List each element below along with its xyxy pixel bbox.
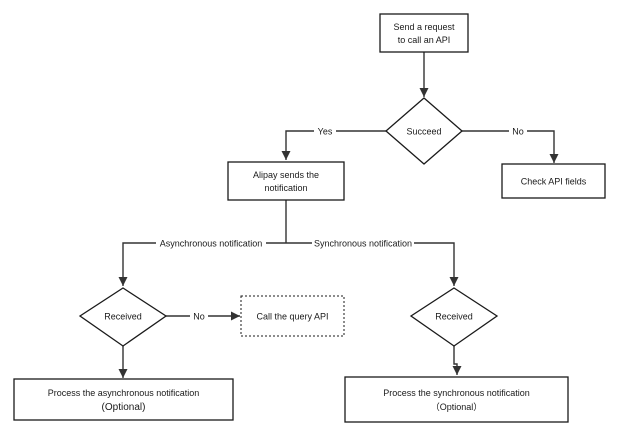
node-alipay-sends: Alipay sends the notification bbox=[227, 161, 345, 201]
node-check-fields: Check API fields bbox=[501, 163, 606, 199]
node-call-query-api: Call the query API bbox=[240, 295, 345, 337]
svg-text:（Optional）: （Optional） bbox=[431, 402, 483, 412]
svg-text:Process the asynchronous notif: Process the asynchronous notification bbox=[48, 388, 200, 398]
svg-text:Call the query API: Call the query API bbox=[256, 312, 328, 322]
edge-label-sync: Synchronous notification bbox=[314, 239, 412, 249]
edge-succeed-yes bbox=[281, 130, 386, 160]
decision-received-sync: Received bbox=[409, 287, 499, 347]
svg-text:Received: Received bbox=[435, 312, 473, 322]
svg-text:Succeed: Succeed bbox=[406, 127, 441, 137]
decision-received-async: Received bbox=[78, 287, 168, 347]
edge-async-branch bbox=[118, 242, 286, 286]
edge-succeed-no bbox=[462, 130, 559, 163]
edge-label-no-succeed: No bbox=[512, 127, 524, 137]
node-process-sync: Process the synchronous notification （Op… bbox=[344, 376, 569, 423]
svg-text:Process the synchronous notifi: Process the synchronous notification bbox=[383, 388, 530, 398]
edge-label-async: Asynchronous notification bbox=[160, 239, 263, 249]
node-process-async: Process the asynchronous notification (O… bbox=[13, 378, 234, 421]
svg-text:Alipay sends the: Alipay sends the bbox=[253, 170, 319, 180]
edge-sync-branch bbox=[286, 242, 459, 286]
edge-received-sync-down bbox=[452, 346, 462, 375]
node-send-request: Send a request to call an API bbox=[379, 13, 469, 53]
svg-text:notification: notification bbox=[264, 183, 307, 193]
svg-text:to call an API: to call an API bbox=[398, 35, 451, 45]
svg-text:Received: Received bbox=[104, 312, 142, 322]
svg-text:Send a request: Send a request bbox=[393, 22, 455, 32]
decision-succeed: Succeed bbox=[385, 97, 463, 165]
svg-text:(Optional): (Optional) bbox=[102, 402, 146, 413]
edge-label-no-received: No bbox=[193, 312, 205, 322]
edge-label-yes: Yes bbox=[318, 127, 333, 137]
svg-text:Check API fields: Check API fields bbox=[521, 177, 587, 187]
